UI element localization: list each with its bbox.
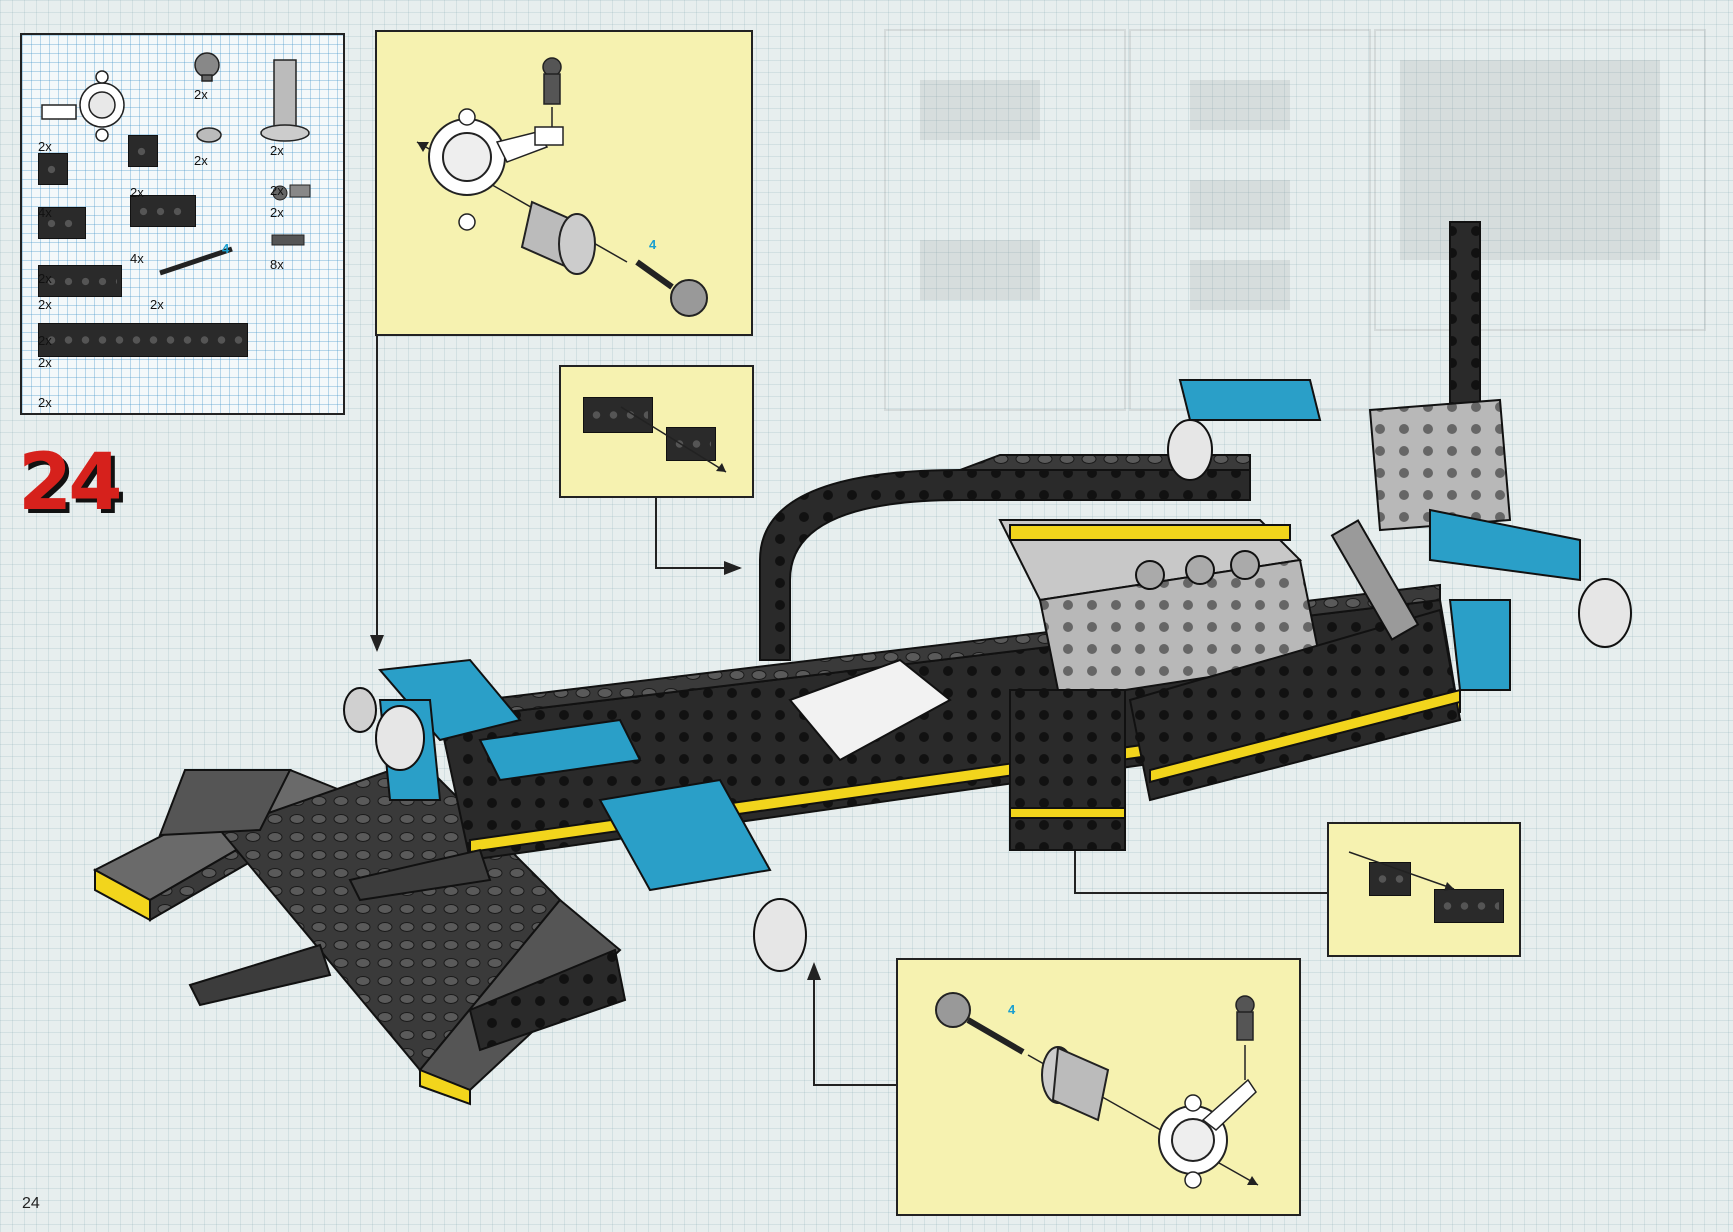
brick-1x1-icon <box>128 135 158 167</box>
axle-length-label: 4 <box>222 241 230 256</box>
parts-drawings <box>41 52 311 276</box>
blue-suspension-rear <box>1178 379 1581 691</box>
callout-brick-connection-top <box>559 365 754 498</box>
part-qty: 2x <box>38 297 52 312</box>
brick-1x4-icon <box>38 265 122 297</box>
rear-frame-grey <box>1368 398 1512 532</box>
part-qty: 2x <box>150 297 164 312</box>
rear-wing <box>92 758 627 1106</box>
brick-1x2-icon <box>666 427 716 461</box>
brick-1x2-icon <box>38 207 86 239</box>
brick-1x1-icon <box>1369 862 1411 896</box>
shock-absorber <box>1330 519 1420 641</box>
blue-suspension-front <box>378 658 772 892</box>
callout-front-wheel-assembly: 4 <box>375 30 753 336</box>
part-qty: 2x <box>38 333 52 348</box>
part-qty: 2x <box>130 185 144 200</box>
part-qty: 2x <box>270 183 284 198</box>
part-qty: 2x <box>270 143 284 158</box>
part-qty: 2x <box>38 139 52 154</box>
front-assembly-drawing <box>416 57 708 317</box>
vertical-beam-tower <box>1449 221 1481 433</box>
part-qty: 4x <box>130 251 144 266</box>
wheel-hub-icon <box>260 59 310 142</box>
brick-1x2-icon <box>1434 889 1504 923</box>
white-wedge <box>788 658 952 762</box>
axle-length-label: 4 <box>1008 1002 1016 1017</box>
part-qty: 8x <box>270 257 284 272</box>
axle-icon <box>159 246 233 276</box>
callout-rear-wheel-assembly: 4 <box>896 958 1301 1216</box>
steering-arm-icon <box>41 70 125 142</box>
brick-1x2-icon <box>583 397 653 433</box>
centre-stack <box>1009 689 1126 851</box>
part-qty: 2x <box>194 87 208 102</box>
part-qty: 2x <box>38 271 52 286</box>
brick-1x10-icon <box>38 323 248 357</box>
part-qty: 4x <box>38 205 52 220</box>
chassis-rear-section <box>1128 608 1462 802</box>
rear-assembly-drawing <box>935 992 1259 1189</box>
callout-brick-connection-bottom <box>1327 822 1521 957</box>
parts-list-box: 2x 2x 2x 2x 2x 2x 4x 2x 2x 2x 4x 8x 2x 2… <box>20 33 345 415</box>
part-qty: 2x <box>38 395 52 410</box>
connection-arrow <box>620 406 727 473</box>
part-qty: 2x <box>194 153 208 168</box>
brick-1x1-icon <box>38 153 68 185</box>
connection-arrow <box>1348 851 1455 891</box>
brick-1x2-icon <box>130 195 196 227</box>
part-qty: 2x <box>38 355 52 370</box>
lower-arms <box>188 848 492 1007</box>
wheel-hubs <box>343 419 1632 972</box>
axle-length-label: 4 <box>649 237 657 252</box>
step-number: 24 <box>18 438 123 528</box>
page-number: 24 <box>22 1195 40 1212</box>
bush-icon <box>196 127 222 143</box>
ball-cap-icon <box>194 52 220 82</box>
part-qty: 2x <box>270 205 284 220</box>
